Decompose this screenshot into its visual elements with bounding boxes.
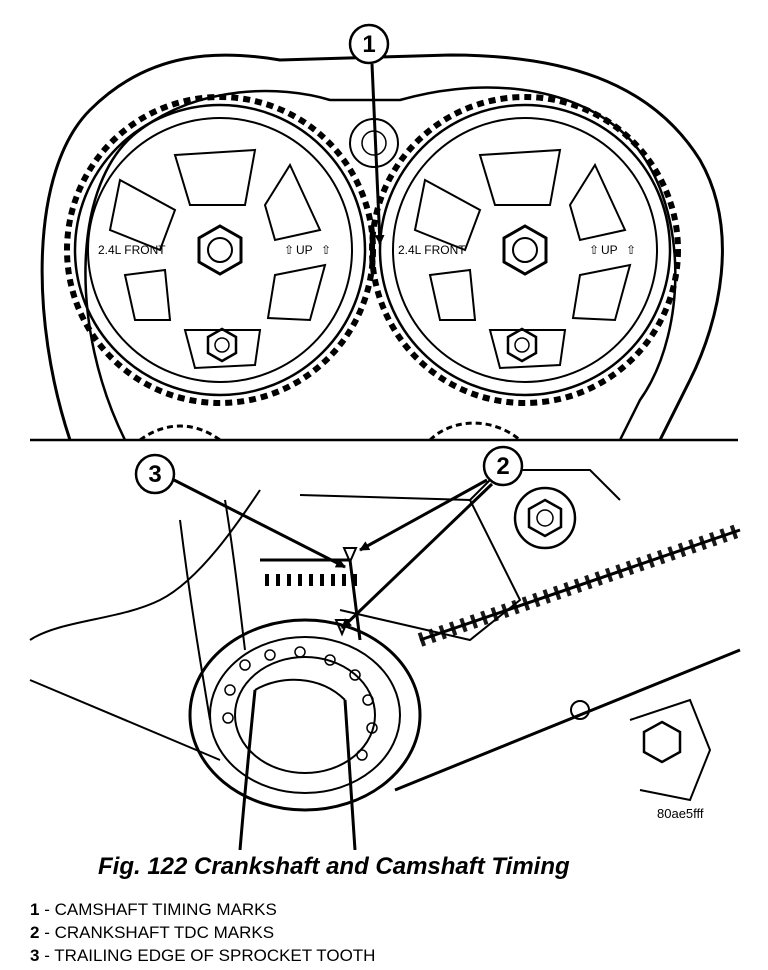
legend-item: 2 - CRANKSHAFT TDC MARKS: [30, 921, 375, 944]
right-up-label: ⇧ UP ⇧: [589, 243, 636, 257]
legend-item-number: 3: [30, 946, 40, 965]
right-cam-sprocket: [369, 94, 681, 406]
right-up-arrow-icon: ⇧: [589, 243, 599, 257]
legend: 1 - CAMSHAFT TIMING MARKS 2 - CRANKSHAFT…: [30, 898, 375, 967]
legend-item-text: CAMSHAFT TIMING MARKS: [54, 900, 277, 919]
camshaft-panel: [40, 53, 724, 440]
legend-item: 1 - CAMSHAFT TIMING MARKS: [30, 898, 375, 921]
right-sprocket-front-label: 2.4L FRONT: [398, 243, 466, 257]
legend-item-separator: -: [39, 946, 55, 965]
legend-item-text: TRAILING EDGE OF SPROCKET TOOTH: [54, 946, 376, 965]
legend-item-number: 2: [30, 923, 40, 942]
callout-3-label: 3: [148, 461, 161, 488]
callout-2-arrow-b: [340, 482, 494, 630]
left-up-arrow-icon-2: ⇧: [321, 243, 331, 257]
left-up-label: ⇧ UP ⇧: [284, 243, 331, 257]
right-up-arrow-icon-2: ⇧: [626, 243, 636, 257]
left-up-arrow-icon: ⇧: [284, 243, 294, 257]
legend-item-number: 1: [30, 900, 40, 919]
crankshaft-panel: [29, 469, 743, 850]
image-code: 80ae5fff: [657, 806, 704, 821]
right-sprocket-up-label: UP: [601, 243, 618, 257]
legend-item: 3 - TRAILING EDGE OF SPROCKET TOOTH: [30, 944, 375, 967]
left-sprocket-front-label: 2.4L FRONT: [98, 243, 166, 257]
callout-3-arrow: [173, 478, 346, 569]
left-sprocket-up-label: UP: [296, 243, 313, 257]
legend-item-separator: -: [39, 923, 55, 942]
callout-2: 2: [340, 445, 524, 630]
timing-diagram: 2.4L FRONT 2.4L FRONT ⇧ UP ⇧ ⇧ UP ⇧: [29, 23, 743, 850]
legend-item-text: CRANKSHAFT TDC MARKS: [54, 923, 275, 942]
callout-1-label: 1: [362, 31, 375, 58]
callout-3: 3: [134, 453, 346, 569]
figure-caption: Fig. 122 Crankshaft and Camshaft Timing: [98, 853, 570, 880]
callout-2-label: 2: [496, 453, 509, 480]
callout-2-arrow-a: [359, 478, 488, 552]
legend-item-separator: -: [39, 900, 55, 919]
callout-1-arrow: [370, 63, 385, 245]
callout-1: 1: [348, 23, 390, 245]
